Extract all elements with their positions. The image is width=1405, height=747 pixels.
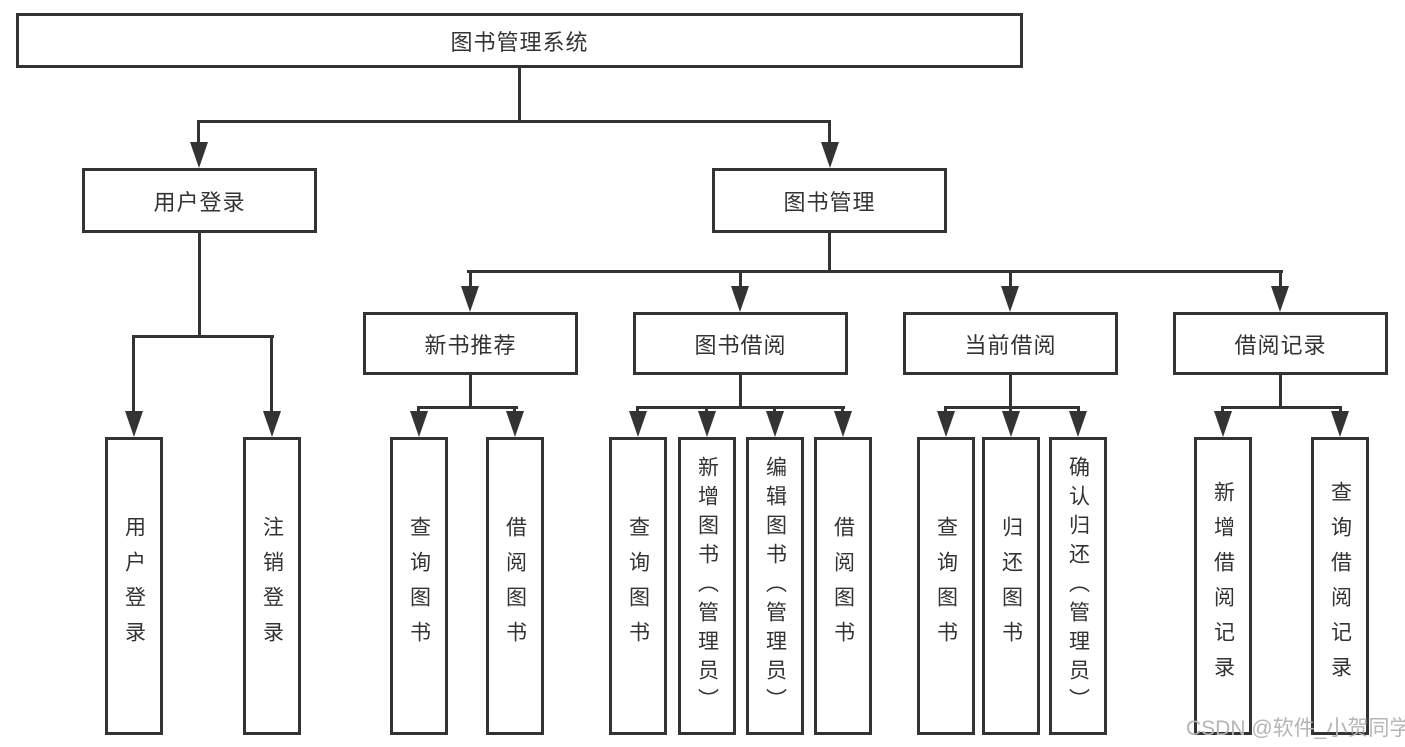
node-label: 图书管理系统 (450, 29, 589, 55)
connector-records-bar (1221, 406, 1342, 409)
connector-bookmgmt-drop-3 (1009, 270, 1012, 290)
arrowhead-leaf-add-books-admin (698, 411, 716, 437)
connector-recommend-bar (417, 406, 518, 409)
arrowhead-leaf-return-books (1002, 411, 1020, 437)
leaf-confirm-return-admin: 确认归还（管理员） (1049, 437, 1107, 735)
node-label: 用户登录 (153, 189, 246, 215)
connector-recommend-stem (469, 375, 472, 408)
arrowhead-book-management (821, 142, 839, 168)
node-label: 新书推荐 (424, 332, 517, 358)
leaf-label: 编辑图书（管理员） (763, 455, 787, 717)
leaf-query-books-recommend: 查询图书 (390, 437, 448, 735)
connector-bookborrow-drop-3 (773, 406, 776, 414)
node-book-management-branch: 图书管理 (712, 168, 947, 233)
node-book-borrow: 图书借阅 (633, 312, 848, 375)
leaf-edit-books-admin: 编辑图书（管理员） (746, 437, 804, 735)
arrowhead-book-borrow (731, 286, 749, 312)
node-library-management-system: 图书管理系统 (16, 13, 1023, 68)
leaf-label: 借阅图书 (831, 516, 855, 656)
connector-recommend-drop-1 (417, 406, 420, 414)
leaf-label: 注销登录 (260, 516, 284, 656)
leaf-logout: 注销登录 (243, 437, 301, 735)
arrowhead-leaf-query-books-recommend (410, 411, 428, 437)
arrowhead-leaf-borrow-books-recommend (506, 411, 524, 437)
connector-root-bar (197, 120, 831, 123)
leaf-label: 查询图书 (934, 516, 958, 656)
connector-currentborrow-stem (1009, 375, 1012, 408)
arrowhead-borrow-records (1271, 286, 1289, 312)
arrowhead-leaf-edit-books-admin (766, 411, 784, 437)
arrowhead-new-book-recommend (461, 286, 479, 312)
connector-currentborrow-drop-2 (1009, 406, 1012, 414)
connector-userlogin-stem (198, 233, 201, 337)
connector-currentborrow-drop-1 (944, 406, 947, 414)
leaf-label: 查询图书 (407, 516, 431, 656)
arrowhead-leaf-borrow-books-borrow (834, 411, 852, 437)
leaf-add-books-admin: 新增图书（管理员） (678, 437, 736, 735)
leaf-label: 确认归还（管理员） (1066, 455, 1090, 717)
connector-bookmgmt-stem (828, 233, 831, 273)
connector-bookborrow-drop-1 (636, 406, 639, 414)
leaf-return-books: 归还图书 (982, 437, 1040, 735)
leaf-label: 新增图书（管理员） (695, 455, 719, 717)
leaf-query-books-borrow: 查询图书 (609, 437, 667, 735)
connector-root-stem (518, 68, 521, 122)
leaf-query-borrow-record: 查询借阅记录 (1311, 437, 1369, 735)
leaf-borrow-books-recommend: 借阅图书 (486, 437, 544, 735)
connector-records-drop-1 (1221, 406, 1224, 414)
arrowhead-leaf-user-login (125, 411, 143, 437)
connector-bookborrow-drop-2 (705, 406, 708, 414)
connector-root-drop-left (197, 120, 200, 146)
connector-bookborrow-drop-4 (841, 406, 844, 414)
arrowhead-leaf-confirm-return (1069, 411, 1087, 437)
connector-bookborrow-bar (636, 406, 845, 409)
arrowhead-current-borrow (1001, 286, 1019, 312)
connector-userlogin-bar (132, 335, 274, 338)
leaf-query-books-current: 查询图书 (917, 437, 975, 735)
arrowhead-leaf-query-books-borrow (629, 411, 647, 437)
connector-bookmgmt-drop-2 (739, 270, 742, 290)
connector-bookmgmt-drop-4 (1279, 270, 1282, 290)
leaf-label: 查询借阅记录 (1328, 481, 1352, 691)
node-label: 借阅记录 (1234, 332, 1327, 358)
leaf-label: 归还图书 (999, 516, 1023, 656)
connector-records-stem (1279, 375, 1282, 408)
leaf-label: 用户登录 (122, 516, 146, 656)
connector-userlogin-drop-2 (270, 335, 273, 415)
node-new-book-recommend: 新书推荐 (363, 312, 578, 375)
node-label: 图书借阅 (694, 332, 787, 358)
node-label: 图书管理 (783, 189, 876, 215)
arrowhead-leaf-logout (263, 411, 281, 437)
connector-currentborrow-drop-3 (1077, 406, 1080, 414)
leaf-label: 借阅图书 (503, 516, 527, 656)
leaf-label: 新增借阅记录 (1211, 481, 1235, 691)
arrowhead-user-login (190, 142, 208, 168)
node-user-login-branch: 用户登录 (82, 168, 317, 233)
leaf-borrow-books-borrow: 借阅图书 (814, 437, 872, 735)
node-borrow-records: 借阅记录 (1173, 312, 1388, 375)
connector-currentborrow-bar (944, 406, 1080, 409)
connector-bookborrow-stem (739, 375, 742, 408)
leaf-add-borrow-record: 新增借阅记录 (1194, 437, 1252, 735)
arrowhead-leaf-query-borrow-record (1331, 411, 1349, 437)
connector-recommend-drop-2 (513, 406, 516, 414)
connector-root-drop-right (828, 120, 831, 146)
arrowhead-leaf-add-borrow-record (1214, 411, 1232, 437)
node-current-borrow: 当前借阅 (903, 312, 1118, 375)
node-label: 当前借阅 (964, 332, 1057, 358)
arrowhead-leaf-query-books-current (937, 411, 955, 437)
connector-bookmgmt-bar (467, 270, 1283, 273)
connector-bookmgmt-drop-1 (469, 270, 472, 290)
leaf-user-login: 用户登录 (105, 437, 163, 735)
leaf-label: 查询图书 (626, 516, 650, 656)
connector-userlogin-drop-1 (132, 335, 135, 415)
connector-records-drop-2 (1339, 406, 1342, 414)
csdn-watermark: CSDN @软件_小贺同学 (1186, 717, 1405, 740)
